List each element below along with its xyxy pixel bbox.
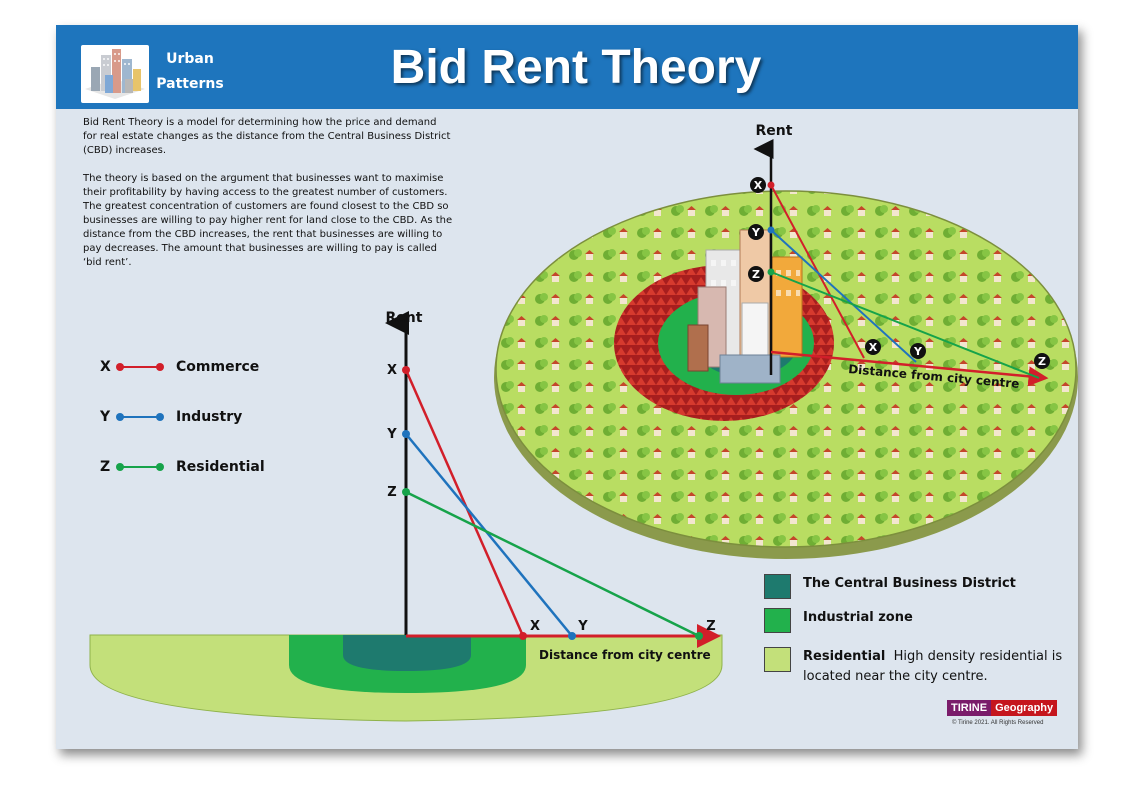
map-residential-start-dot: [767, 268, 775, 276]
industry-end-dot: [568, 632, 576, 640]
ground-cross-section: [89, 634, 723, 722]
residential-end-dot: [695, 632, 703, 640]
zone-label-industrial: Industrial zone: [803, 610, 913, 625]
legend-label-commerce: Commerce: [176, 359, 260, 375]
zone-swatch-industrial: [764, 608, 791, 633]
graph-marker-y: Y: [386, 427, 397, 442]
map-marker-z-top-text: Z: [752, 268, 760, 281]
legend-line-industry: [116, 412, 164, 422]
map-residential-line: [770, 271, 1040, 379]
zone-label-residential: Residential: [803, 649, 886, 664]
page-title: Bid Rent Theory: [390, 41, 762, 94]
map-marker-x-top: X: [750, 177, 766, 193]
map-marker-x-end: X: [865, 339, 881, 355]
intro-paragraph-1: Bid Rent Theory is a model for determini…: [83, 117, 451, 156]
commerce-end-dot: [519, 632, 527, 640]
map-marker-z-top: Z: [748, 266, 764, 282]
residential-start-dot: [402, 488, 410, 496]
map-marker-y-end: Y: [910, 343, 926, 359]
zone-desc-residential-1: High density residential is: [893, 649, 1063, 664]
brand-logo: TIRINE Geography: [947, 700, 1058, 716]
zone-key-residential: Residential High density residential is …: [764, 647, 1062, 687]
map-marker-z-end: Z: [1034, 353, 1050, 369]
legend-letter-y: Y: [100, 409, 111, 425]
graph-marker-x: X: [387, 363, 397, 378]
city-logo-icon: [81, 45, 149, 103]
commerce-start-dot: [402, 366, 410, 374]
series-line-2: Patterns: [156, 76, 224, 92]
map-y-axis-label: Rent: [756, 123, 793, 139]
copyright-text: © Tirine 2021. All Rights Reserved: [952, 720, 1044, 726]
map-industry-line: [770, 229, 917, 363]
intro-paragraph-2: The theory is based on the argument that…: [83, 173, 453, 268]
legend-label-residential: Residential: [176, 459, 265, 475]
graph-y-axis-label: Rent: [386, 310, 423, 326]
poster: Urban Patterns Bid Rent Theory Bid Rent …: [56, 25, 1078, 749]
map-marker-z-end-text: Z: [1038, 355, 1046, 368]
legend-letter-x: X: [100, 359, 111, 375]
commerce-rent-line: [404, 369, 525, 637]
map-marker-y-top-text: Y: [751, 226, 761, 239]
legend-item-commerce: X Commerce: [100, 359, 259, 375]
brand-part-1: TIRINE: [947, 700, 992, 716]
legend-letter-z: Z: [100, 459, 111, 475]
map-marker-y-top: Y: [748, 224, 764, 240]
industry-rent-line: [405, 433, 573, 637]
map-commerce-start-dot: [767, 181, 775, 189]
graph-x-marker-x: X: [530, 619, 540, 634]
legend-item-industry: Y Industry: [100, 409, 242, 425]
graph-marker-z: Z: [387, 485, 396, 500]
zone-key-industrial: Industrial zone: [764, 608, 913, 633]
residential-rent-line: [405, 490, 700, 638]
graph-x-marker-y: Y: [577, 619, 588, 634]
legend-label-industry: Industry: [176, 409, 243, 425]
zone-swatch-residential: [764, 647, 791, 672]
brand-part-2: Geography: [991, 700, 1058, 716]
legend-line-commerce: [116, 362, 164, 372]
series-label: Urban Patterns: [156, 47, 224, 97]
map-marker-x-end-text: X: [869, 341, 878, 354]
graph-x-axis-label: Distance from city centre: [539, 648, 711, 662]
zone-desc-residential-2: located near the city centre.: [803, 669, 988, 684]
diagram-canvas: Rent X Y Z X Y Z Distance from city cent…: [89, 123, 1078, 722]
zone-key-cbd: The Central Business District: [764, 574, 1016, 599]
map-industry-start-dot: [767, 226, 775, 234]
intro-text: Bid Rent Theory is a model for determini…: [83, 116, 453, 284]
header-bar: Urban Patterns Bid Rent Theory: [56, 25, 1078, 109]
map-x-axis: [770, 350, 1049, 387]
industry-start-dot: [402, 430, 410, 438]
legend-line-residential: [116, 462, 164, 472]
city-map-illustration: [494, 190, 1078, 559]
legend-item-residential: Z Residential: [100, 459, 265, 475]
zone-swatch-cbd: [764, 574, 791, 599]
map-marker-y-end-text: Y: [913, 345, 923, 358]
map-marker-x-top-text: X: [754, 179, 763, 192]
graph-x-marker-z: Z: [706, 619, 715, 634]
series-line-1: Urban: [166, 51, 214, 67]
zone-label-cbd: The Central Business District: [803, 576, 1016, 591]
